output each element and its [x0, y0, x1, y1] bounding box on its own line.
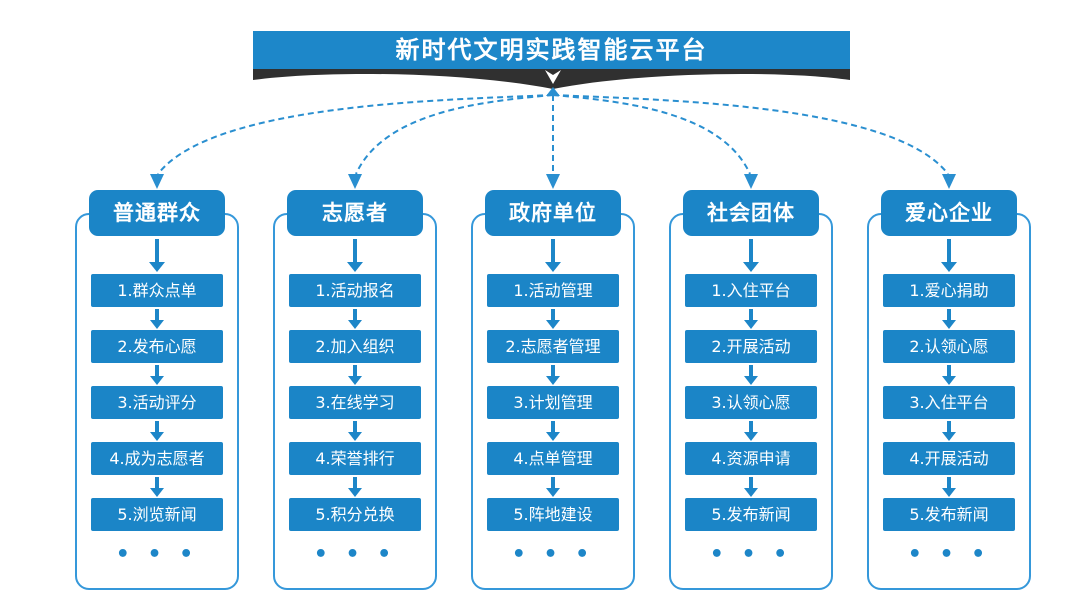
- down-arrow-icon: [72, 421, 242, 441]
- more-dots: • • •: [313, 542, 397, 567]
- flow-step: 4.资源申请: [685, 442, 817, 475]
- flow-step: 5.积分兑换: [289, 498, 421, 531]
- down-arrow-icon: [468, 477, 638, 497]
- down-arrow-icon: [864, 239, 1034, 272]
- down-arrow-icon: [468, 309, 638, 329]
- flow-step: 1.入住平台: [685, 274, 817, 307]
- down-arrow-icon: [72, 309, 242, 329]
- flow-step: 4.点单管理: [487, 442, 619, 475]
- down-arrow-icon: [666, 421, 836, 441]
- more-dots: • • •: [115, 542, 199, 567]
- flow-step: 3.计划管理: [487, 386, 619, 419]
- platform-title-banner: 新时代文明实践智能云平台: [253, 31, 850, 69]
- down-arrow-icon: [666, 477, 836, 497]
- flow-step: 5.浏览新闻: [91, 498, 223, 531]
- flow-step: 3.认领心愿: [685, 386, 817, 419]
- more-dots: • • •: [511, 542, 595, 567]
- column-header: 志愿者: [287, 190, 423, 236]
- flow-step: 2.发布心愿: [91, 330, 223, 363]
- flow-step: 4.成为志愿者: [91, 442, 223, 475]
- down-arrow-icon: [72, 365, 242, 385]
- flow-step: 2.认领心愿: [883, 330, 1015, 363]
- down-arrow-icon: [270, 421, 440, 441]
- flow-step: 2.志愿者管理: [487, 330, 619, 363]
- flow-step: 2.加入组织: [289, 330, 421, 363]
- down-arrow-icon: [666, 309, 836, 329]
- down-arrow-icon: [468, 421, 638, 441]
- flow-step: 4.荣誉排行: [289, 442, 421, 475]
- down-arrow-icon: [666, 239, 836, 272]
- down-arrow-icon: [270, 365, 440, 385]
- column-panel-caring-enterprise: 爱心企业 1.爱心捐助 2.认领心愿 3.入住平台 4.开展活动 5.发布新闻 …: [864, 0, 1034, 611]
- flow-step: 3.活动评分: [91, 386, 223, 419]
- flow-step: 5.发布新闻: [883, 498, 1015, 531]
- column-panel-social-group: 社会团体 1.入住平台 2.开展活动 3.认领心愿 4.资源申请 5.发布新闻 …: [666, 0, 836, 611]
- down-arrow-icon: [468, 239, 638, 272]
- flow-step: 5.发布新闻: [685, 498, 817, 531]
- down-arrow-icon: [864, 421, 1034, 441]
- column-panel-volunteer: 志愿者 1.活动报名 2.加入组织 3.在线学习 4.荣誉排行 5.积分兑换 •…: [270, 0, 440, 611]
- down-arrow-icon: [666, 365, 836, 385]
- platform-title: 新时代文明实践智能云平台: [395, 36, 708, 64]
- flow-step: 5.阵地建设: [487, 498, 619, 531]
- column-header: 爱心企业: [881, 190, 1017, 236]
- down-arrow-icon: [864, 365, 1034, 385]
- more-dots: • • •: [709, 542, 793, 567]
- flow-step: 2.开展活动: [685, 330, 817, 363]
- down-arrow-icon: [270, 239, 440, 272]
- down-arrow-icon: [270, 309, 440, 329]
- down-arrow-icon: [72, 477, 242, 497]
- down-arrow-icon: [72, 239, 242, 272]
- down-arrow-icon: [468, 365, 638, 385]
- column-header: 普通群众: [89, 190, 225, 236]
- flow-step: 1.活动管理: [487, 274, 619, 307]
- flow-step: 1.爱心捐助: [883, 274, 1015, 307]
- more-dots: • • •: [907, 542, 991, 567]
- column-header: 政府单位: [485, 190, 621, 236]
- column-header: 社会团体: [683, 190, 819, 236]
- down-arrow-icon: [864, 477, 1034, 497]
- flow-step: 4.开展活动: [883, 442, 1015, 475]
- flow-step: 1.活动报名: [289, 274, 421, 307]
- down-arrow-icon: [270, 477, 440, 497]
- column-panel-government: 政府单位 1.活动管理 2.志愿者管理 3.计划管理 4.点单管理 5.阵地建设…: [468, 0, 638, 611]
- flow-step: 3.在线学习: [289, 386, 421, 419]
- flow-step: 1.群众点单: [91, 274, 223, 307]
- flow-step: 3.入住平台: [883, 386, 1015, 419]
- down-arrow-icon: [864, 309, 1034, 329]
- column-panel-ordinary-public: 普通群众 1.群众点单 2.发布心愿 3.活动评分 4.成为志愿者 5.浏览新闻…: [72, 0, 242, 611]
